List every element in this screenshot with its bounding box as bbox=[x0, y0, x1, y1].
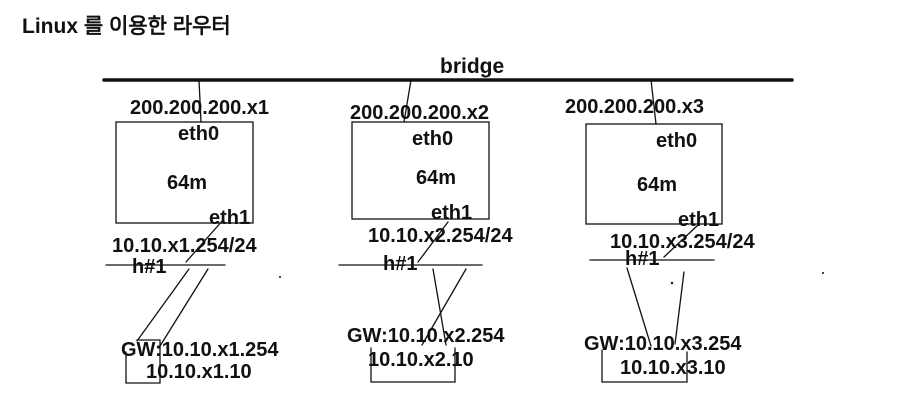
diagram-title: Linux 를 이용한 라우터 bbox=[22, 15, 231, 38]
router2-uplink bbox=[403, 79, 412, 123]
host2-label: h#1 bbox=[383, 253, 418, 275]
host3-box bbox=[601, 349, 688, 383]
router1-box bbox=[115, 121, 254, 224]
host1-link-a bbox=[136, 268, 190, 342]
host1-box bbox=[125, 339, 161, 384]
host2-ip: 10.10.x2.10 bbox=[368, 349, 474, 371]
stray-dot bbox=[670, 281, 674, 285]
router1-private-ip: 10.10.x1.254/24 bbox=[112, 235, 257, 257]
router1-eth1: eth1 bbox=[209, 207, 251, 229]
host1-gateway: GW:10.10.x1.254 bbox=[121, 339, 279, 361]
router3-downlink bbox=[663, 224, 699, 258]
router2-private-ip: 10.10.x2.254/24 bbox=[368, 225, 513, 247]
router2-public-ip: 200.200.200.x2 bbox=[350, 102, 490, 124]
router2-eth1: eth1 bbox=[431, 202, 473, 224]
host1-label: h#1 bbox=[132, 256, 167, 278]
host3-gateway: GW:10.10.x3.254 bbox=[584, 333, 742, 355]
router2-memory: 64m bbox=[416, 167, 457, 189]
router1-uplink bbox=[198, 79, 202, 123]
host2-link-a bbox=[421, 268, 467, 346]
router2-box bbox=[351, 121, 490, 220]
host2-box bbox=[370, 347, 456, 383]
router3-eth0: eth0 bbox=[656, 130, 698, 152]
router3-box bbox=[585, 123, 723, 225]
router2-downlink bbox=[417, 221, 449, 263]
stray-dot bbox=[822, 272, 824, 274]
host2-gateway: GW:10.10.x2.254 bbox=[347, 325, 505, 347]
host3-link-a bbox=[674, 271, 685, 345]
router1-memory: 64m bbox=[167, 172, 208, 194]
router3-public-ip: 200.200.200.x3 bbox=[565, 96, 705, 118]
host3-ip: 10.10.x3.10 bbox=[620, 357, 726, 379]
router3-uplink bbox=[650, 79, 657, 125]
router3-eth1: eth1 bbox=[678, 209, 720, 231]
host2-link-b bbox=[432, 268, 447, 346]
stray-dot bbox=[279, 276, 281, 278]
host1-link-b bbox=[159, 268, 209, 347]
host3-link-b bbox=[626, 267, 652, 347]
router3-memory: 64m bbox=[637, 174, 678, 196]
router1-downlink bbox=[185, 219, 224, 263]
router2-eth0: eth0 bbox=[412, 128, 454, 150]
host1-ip: 10.10.x1.10 bbox=[146, 361, 252, 383]
router3-private-ip: 10.10.x3.254/24 bbox=[610, 231, 755, 253]
bridge-label: bridge bbox=[440, 55, 505, 78]
router1-eth0: eth0 bbox=[178, 123, 220, 145]
router1-public-ip: 200.200.200.x1 bbox=[130, 97, 270, 119]
host3-label: h#1 bbox=[625, 248, 660, 270]
